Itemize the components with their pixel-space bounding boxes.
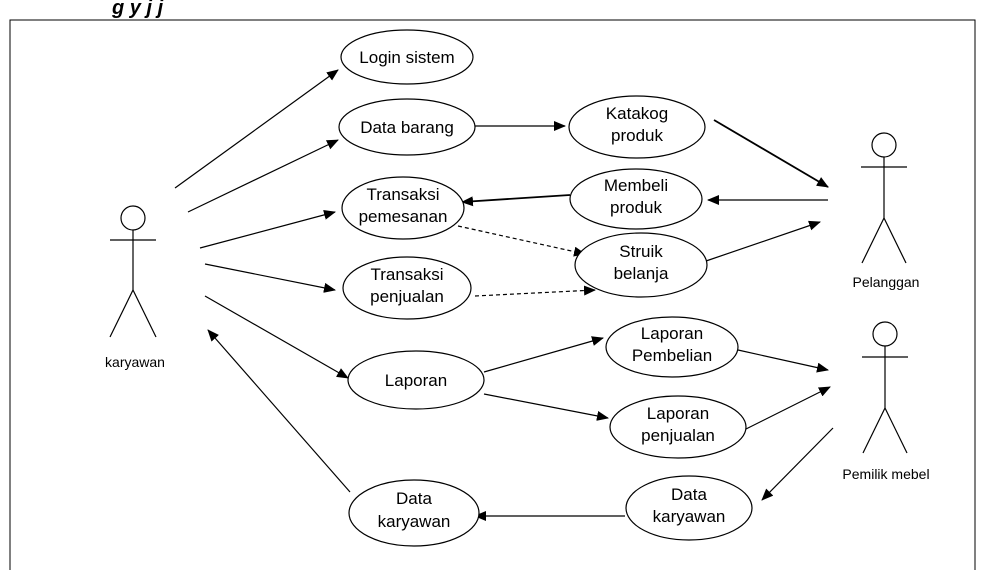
edge-laporan-laporan-penjualan bbox=[483, 393, 609, 421]
actor-karyawan bbox=[109, 205, 157, 338]
use-case-label: karyawan bbox=[378, 512, 451, 531]
actor-pelanggan bbox=[861, 132, 907, 264]
use-case-label: Struik bbox=[619, 242, 663, 261]
edge-laporan-pembelian-pemilik bbox=[737, 349, 829, 373]
use-case-laporan-penjualan: Laporan penjualan bbox=[609, 395, 747, 459]
actor-head-icon bbox=[871, 132, 897, 158]
use-case-label: Membeli bbox=[604, 176, 668, 195]
use-case-transaksi-pemesanan: Transaksi pemesanan bbox=[341, 176, 465, 240]
use-case-label: karyawan bbox=[653, 507, 726, 526]
use-case-struk-belanja: Struik belanja bbox=[574, 232, 708, 298]
actor-label-karyawan: karyawan bbox=[105, 354, 165, 370]
use-case-label: Laporan bbox=[385, 371, 447, 390]
use-case-data-karyawan-right: Data karyawan bbox=[625, 475, 753, 541]
use-case-label: Pembelian bbox=[632, 346, 712, 365]
use-case-label: produk bbox=[610, 198, 662, 217]
use-case-label: Transaksi bbox=[370, 265, 443, 284]
use-case-membeli-produk: Membeli produk bbox=[569, 168, 703, 230]
edge-data-karyawan-to-karyawan bbox=[207, 329, 351, 493]
actor-pemilik-mebel bbox=[862, 321, 908, 454]
edge-pemilik-data-karyawan bbox=[761, 427, 834, 501]
use-case-laporan: Laporan bbox=[347, 350, 485, 410]
edge-katalog-pelanggan bbox=[713, 119, 829, 188]
use-case-label: pemesanan bbox=[359, 207, 448, 226]
edge-karyawan-transaksi-penjualan bbox=[204, 263, 336, 293]
edge-karyawan-login bbox=[174, 69, 339, 189]
edge-karyawan-data-barang bbox=[187, 139, 339, 213]
use-case-label: Data bbox=[396, 489, 432, 508]
caption-fragment: g y j j bbox=[111, 0, 164, 19]
use-case-katalog-produk: Katakog produk bbox=[568, 95, 706, 159]
use-case-label: Laporan bbox=[647, 404, 709, 423]
use-case-label: belanja bbox=[614, 264, 669, 283]
actor-label-pelanggan: Pelanggan bbox=[853, 274, 920, 290]
edge-laporan-penjualan-pemilik bbox=[743, 386, 831, 431]
edge-pemesanan-struk-dashed bbox=[457, 225, 586, 257]
diagram-frame bbox=[9, 19, 976, 570]
edge-karyawan-transaksi-pemesanan bbox=[199, 210, 336, 249]
use-case-label: produk bbox=[611, 126, 663, 145]
edge-penjualan-struk-dashed bbox=[474, 285, 596, 297]
use-case-transaksi-penjualan: Transaksi penjualan bbox=[342, 256, 472, 320]
use-case-data-karyawan-left: Data karyawan bbox=[348, 479, 480, 547]
use-case-label: Laporan bbox=[641, 324, 703, 343]
use-case-login-sistem: Login sistem bbox=[340, 29, 474, 85]
use-case-label: penjualan bbox=[641, 426, 715, 445]
actor-head-icon bbox=[120, 205, 146, 231]
use-case-label: Katakog bbox=[606, 104, 668, 123]
edge-karyawan-laporan bbox=[204, 295, 349, 379]
use-case-label: Login sistem bbox=[359, 48, 454, 67]
actor-label-pemilik-mebel: Pemilik mebel bbox=[842, 466, 929, 482]
edge-membeli-transaksi-pemesanan bbox=[461, 194, 571, 207]
use-case-label: Transaksi bbox=[366, 185, 439, 204]
edge-laporan-laporan-pembelian bbox=[483, 336, 604, 373]
use-case-label: Data barang bbox=[360, 118, 454, 137]
connectors bbox=[174, 69, 834, 521]
use-case-label: Data bbox=[671, 485, 707, 504]
use-case-data-barang: Data barang bbox=[338, 98, 476, 156]
use-case-laporan-pembelian: Laporan Pembelian bbox=[605, 316, 739, 378]
actor-head-icon bbox=[872, 321, 898, 347]
edge-struk-pelanggan bbox=[705, 220, 821, 262]
use-case-label: penjualan bbox=[370, 287, 444, 306]
